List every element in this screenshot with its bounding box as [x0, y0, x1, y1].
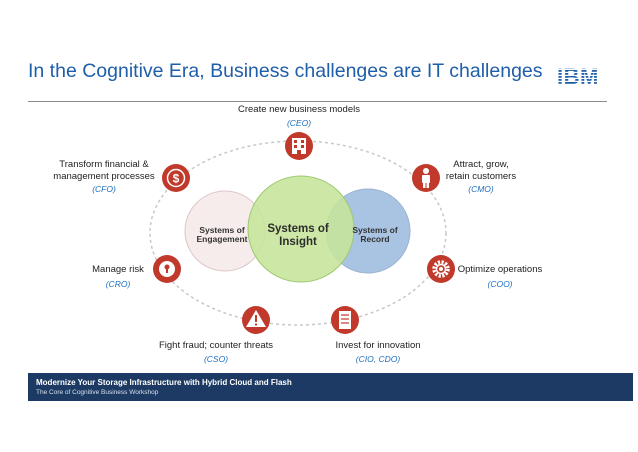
footer-title: Modernize Your Storage Infrastructure wi…: [36, 378, 292, 387]
building-icon: [285, 132, 313, 160]
dollar-icon: $: [162, 164, 190, 192]
footer-bar: [28, 373, 633, 401]
venn-insight-label-1: Systems of: [267, 223, 329, 235]
challenge-cio-role: (CIO, CDO): [355, 354, 401, 364]
slide-title: In the Cognitive Era, Business challenge…: [28, 60, 543, 82]
challenge-cfo-label-2: management processes: [53, 171, 155, 182]
person-icon: [412, 164, 440, 192]
venn-record-label-2: Record: [360, 234, 389, 244]
challenge-cmo-label-2: retain customers: [445, 171, 517, 182]
gear-icon: [427, 255, 455, 283]
venn-insight-label-2: Insight: [279, 236, 317, 248]
challenge-cfo-label-1: Transform financial &: [59, 159, 149, 170]
challenge-ceo-label: Create new business models: [238, 104, 360, 115]
footer-subtitle: The Core of Cognitive Business Workshop: [36, 389, 159, 396]
venn-engagement-label-2: Engagement: [196, 234, 247, 244]
challenge-cmo-role: (CMO): [468, 184, 494, 194]
challenge-cro-label: Manage risk: [92, 264, 144, 275]
svg-text:IBM: IBM: [557, 64, 599, 88]
ibm-logo: IBM: [557, 64, 599, 88]
challenge-ceo-role: (CEO): [286, 118, 312, 128]
svg-text:$: $: [173, 172, 180, 186]
challenge-cfo-role: (CFO): [92, 184, 116, 194]
venn-engagement-label-1: Systems of: [199, 225, 245, 235]
title-divider: [28, 101, 607, 102]
challenge-cso-role: (CSO): [203, 354, 229, 364]
challenge-cso-label: Fight fraud; counter threats: [158, 340, 274, 351]
lock-icon: [153, 255, 181, 283]
challenge-coo-label: Optimize operations: [457, 264, 543, 275]
challenge-coo-role: (COO): [487, 279, 513, 289]
challenge-cmo-label-1: Attract, grow,: [453, 159, 509, 170]
venn-record-label-1: Systems of: [352, 225, 398, 235]
server-icon: [331, 306, 359, 334]
venn-insight: [247, 175, 355, 283]
challenge-cro-role: (CRO): [105, 279, 131, 289]
challenge-cio-label: Invest for innovation: [335, 340, 421, 351]
warning-icon: [242, 306, 270, 334]
